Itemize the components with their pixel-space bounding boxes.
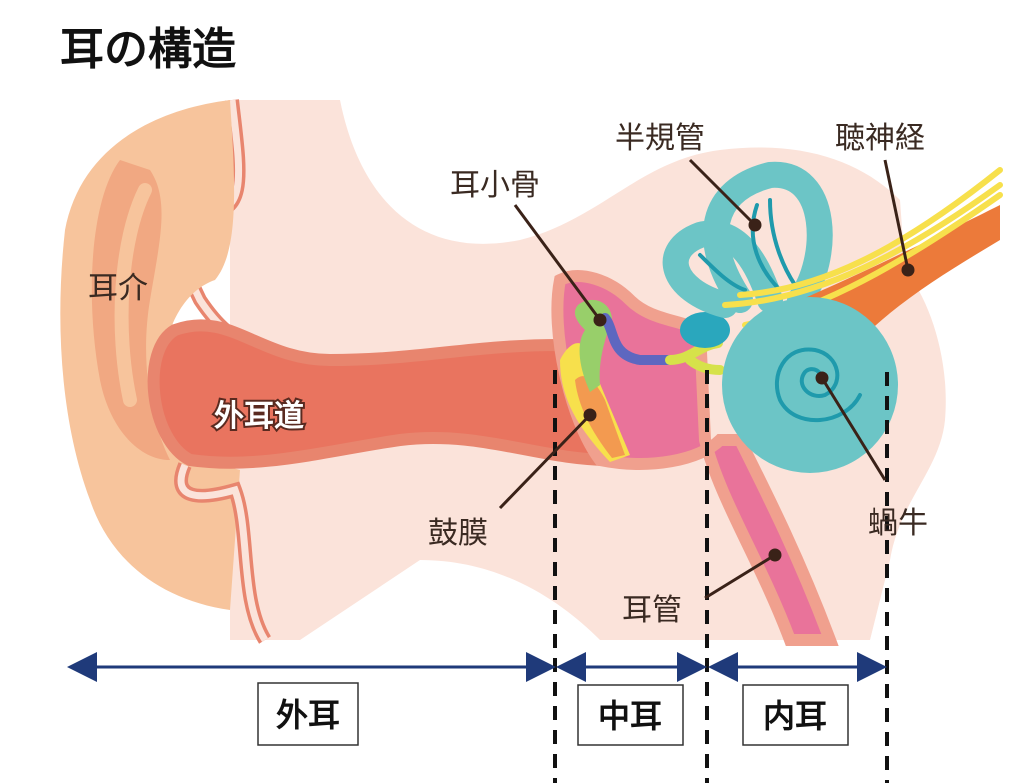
ear-canal-shape: [147, 319, 617, 469]
region-box-middle: 中耳: [577, 684, 684, 746]
cochlea-shape: [722, 297, 898, 473]
region-box-outer: 外耳: [257, 682, 359, 746]
label-cochlea: 蝸牛: [868, 506, 928, 541]
region-label-inner: 内耳: [763, 697, 827, 735]
label-eardrum: 鼓膜: [428, 516, 488, 551]
semicircular-canals-shape: [662, 161, 833, 318]
label-ear-canal: 外耳道: [214, 399, 304, 434]
label-semicircular-canals: 半規管: [615, 121, 705, 156]
label-auditory-nerve: 聴神経: [835, 121, 925, 156]
label-eustachian-tube: 耳管: [622, 593, 682, 628]
leader-lines: [498, 158, 915, 600]
label-ossicles: 耳小骨: [450, 168, 540, 203]
region-dividers: [553, 370, 889, 783]
region-label-middle: 中耳: [598, 697, 662, 735]
label-pinna: 耳介: [88, 271, 148, 306]
region-box-inner: 内耳: [742, 684, 849, 746]
middle-ear-cavity: [551, 270, 839, 646]
page-title: 耳の構造: [60, 24, 236, 75]
region-label-outer: 外耳: [276, 696, 340, 734]
auditory-nerve-shape: [800, 205, 1000, 340]
